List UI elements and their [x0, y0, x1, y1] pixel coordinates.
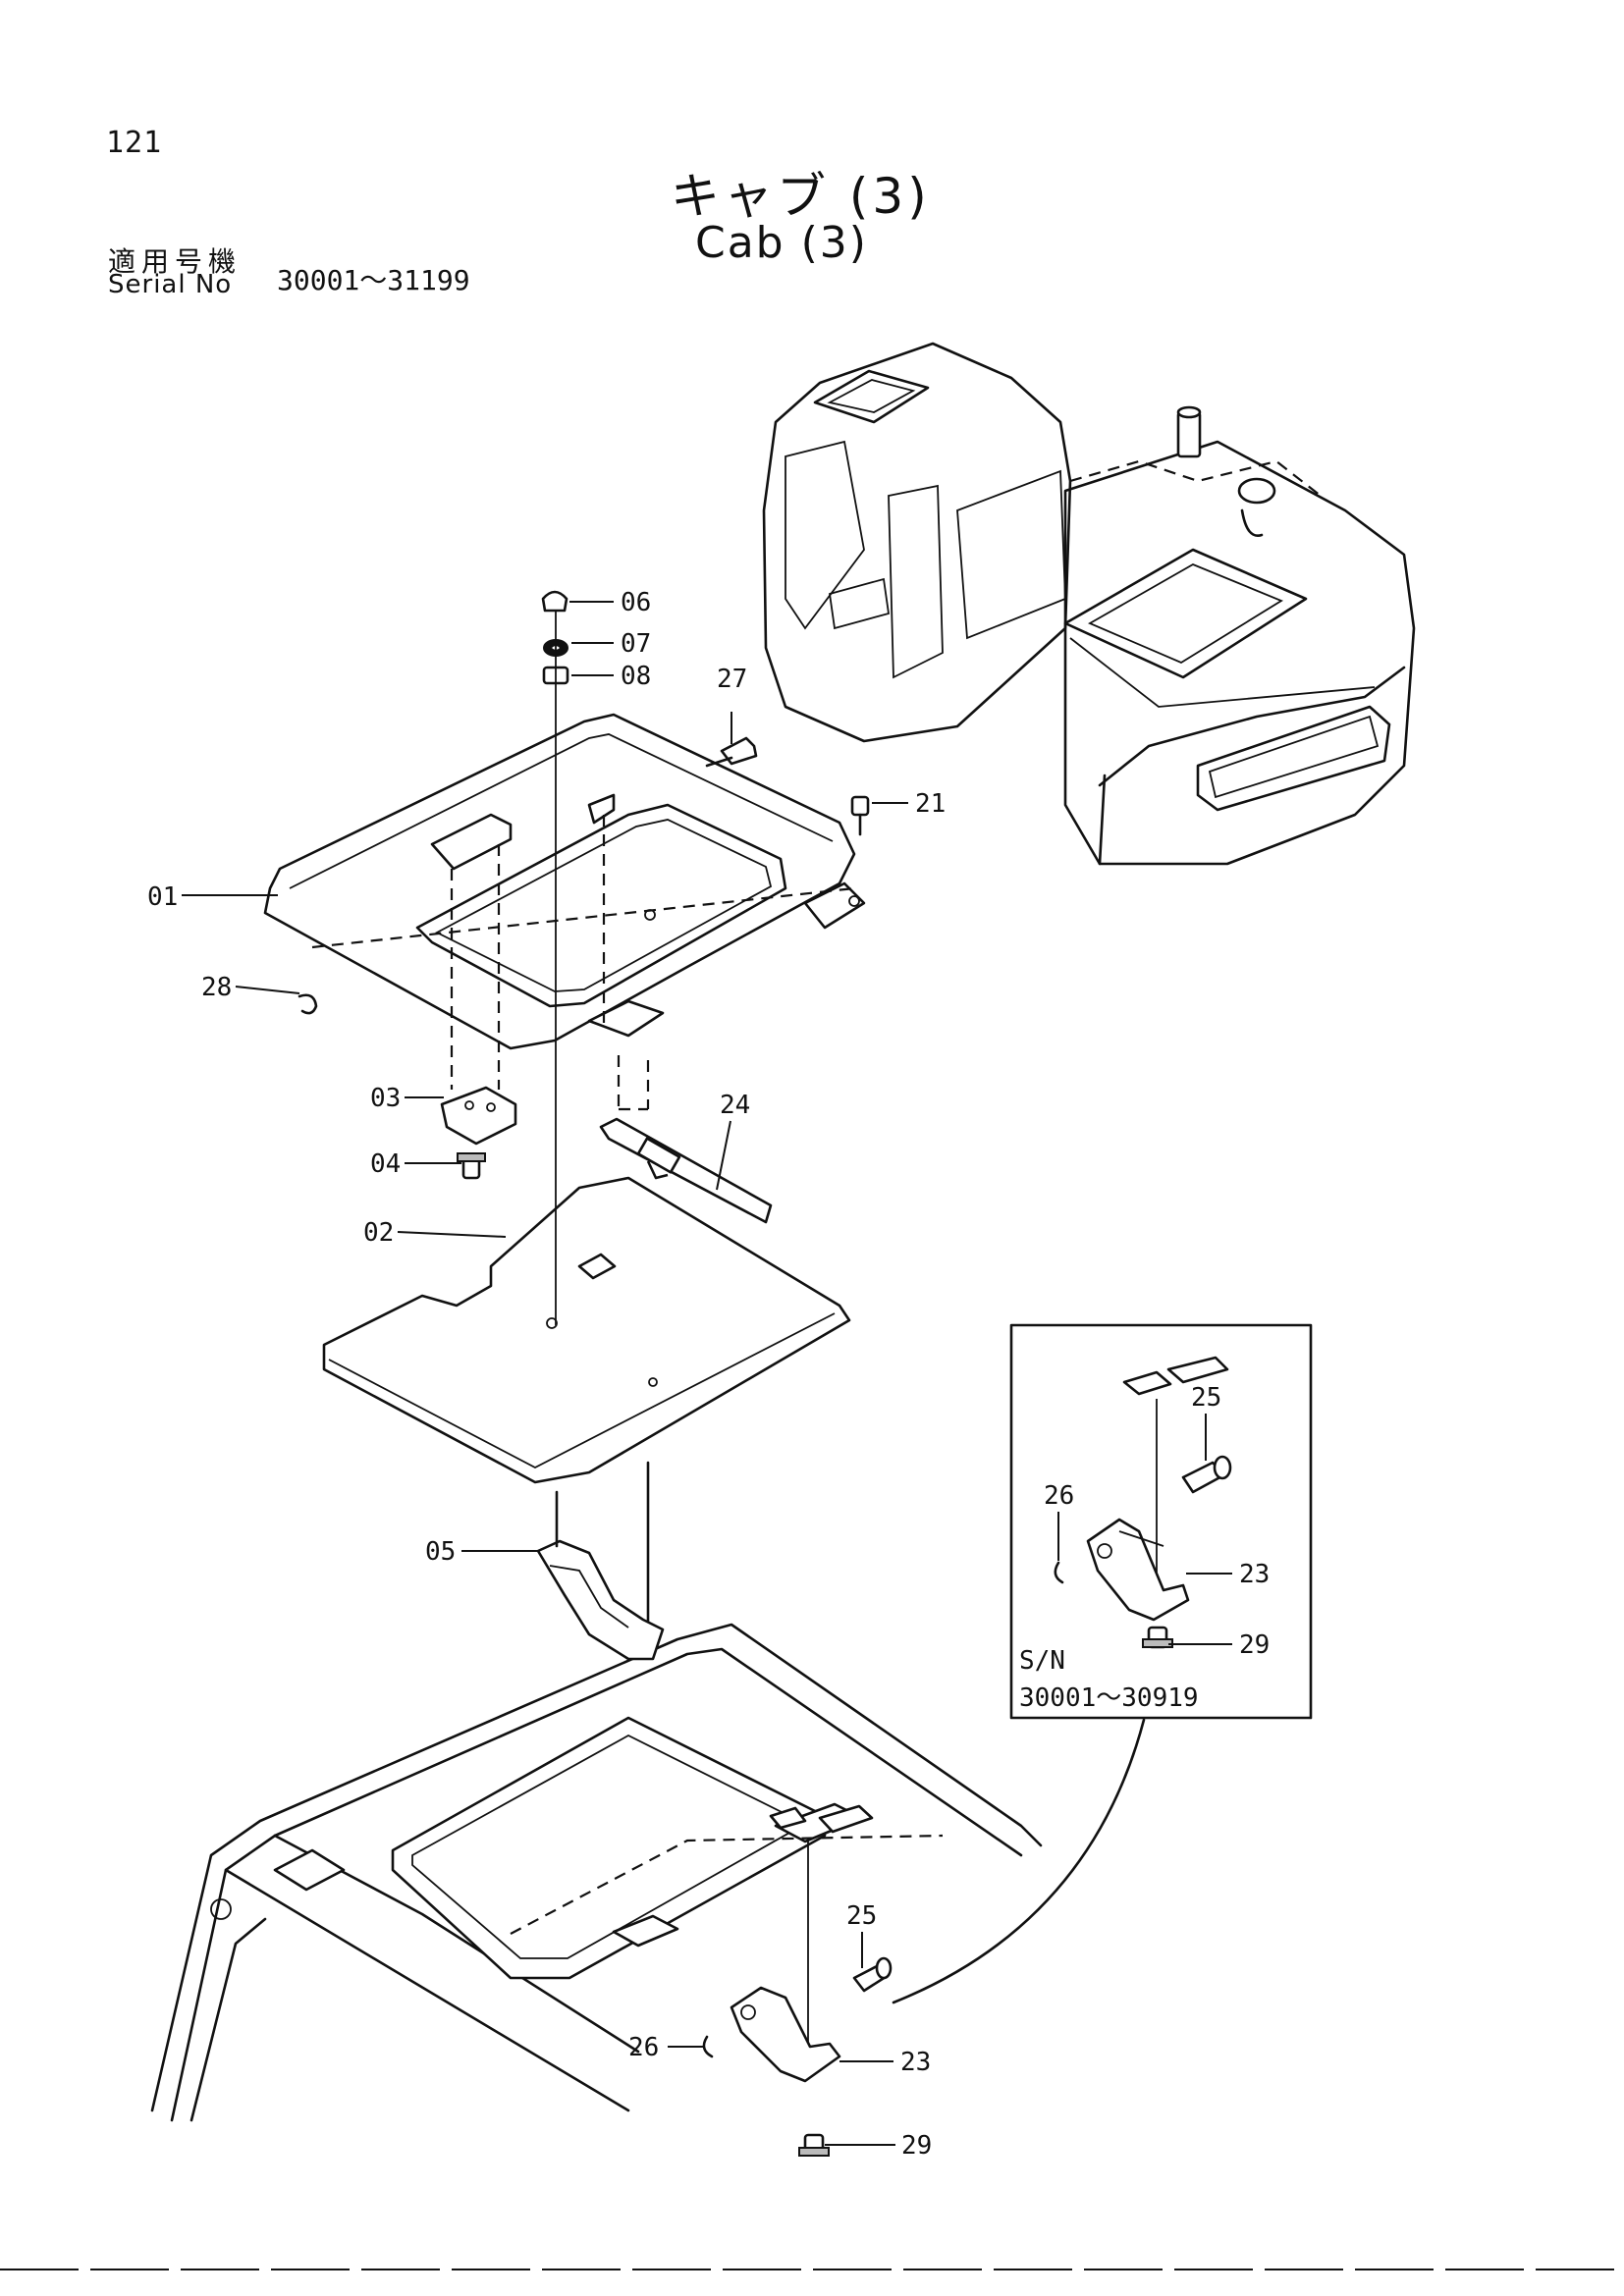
callout-02: 02 [363, 1218, 394, 1248]
callout-08: 08 [621, 662, 651, 691]
inset-sn-label: S/N [1019, 1646, 1065, 1676]
callout-23: 23 [900, 2048, 931, 2077]
callout-06: 06 [621, 588, 651, 617]
serial-range: 30001～31199 [277, 264, 470, 296]
page-title-japanese: キャブ (3) [671, 168, 931, 225]
inset-callout-25: 25 [1191, 1383, 1221, 1413]
inset-sn-range: 30001～30919 [1019, 1683, 1199, 1713]
bolt-stack [541, 590, 569, 1325]
callout-24: 24 [720, 1091, 750, 1120]
callout-05: 05 [425, 1537, 456, 1567]
screw-27 [705, 736, 758, 768]
clip-28 [298, 993, 318, 1015]
page-number: 121 [106, 126, 163, 160]
inset-detail-box [1009, 1323, 1313, 1720]
rod-24 [599, 1117, 773, 1224]
serial-label-japanese: 適用号機 [108, 245, 243, 278]
lower-hinge-assembly [702, 1804, 893, 2157]
callout-29: 29 [901, 2131, 932, 2161]
callout-07: 07 [621, 629, 651, 659]
callout-21: 21 [915, 789, 946, 819]
page-title-english: Cab (3) [695, 218, 868, 268]
callout-01: 01 [147, 882, 178, 912]
callout-labels: 06 07 08 27 21 01 28 03 04 24 02 05 25 2… [147, 588, 1270, 2161]
inset-callout-29: 29 [1239, 1630, 1270, 1660]
callout-04: 04 [370, 1149, 401, 1179]
inset-connector [892, 1718, 1146, 2004]
callout-03: 03 [370, 1084, 401, 1113]
callout-26: 26 [628, 2033, 659, 2062]
callout-25: 25 [846, 1901, 877, 1931]
cab-roof-detail [150, 1623, 1043, 2122]
assembly-lines [450, 815, 650, 1111]
excavator-overview [762, 342, 1416, 866]
inner-panel-02 [322, 1176, 851, 1484]
callout-28: 28 [201, 973, 232, 1002]
hatch-panel-01 [263, 713, 866, 1050]
callout-27: 27 [717, 665, 747, 694]
leader-lines [182, 601, 1232, 2146]
inset-callout-26: 26 [1044, 1481, 1074, 1511]
serial-label-english: Serial No [108, 270, 233, 299]
screw-21 [850, 795, 870, 836]
bracket-03 [440, 1086, 517, 1180]
inset-callout-23: 23 [1239, 1560, 1270, 1589]
handle-05 [536, 1461, 665, 1661]
